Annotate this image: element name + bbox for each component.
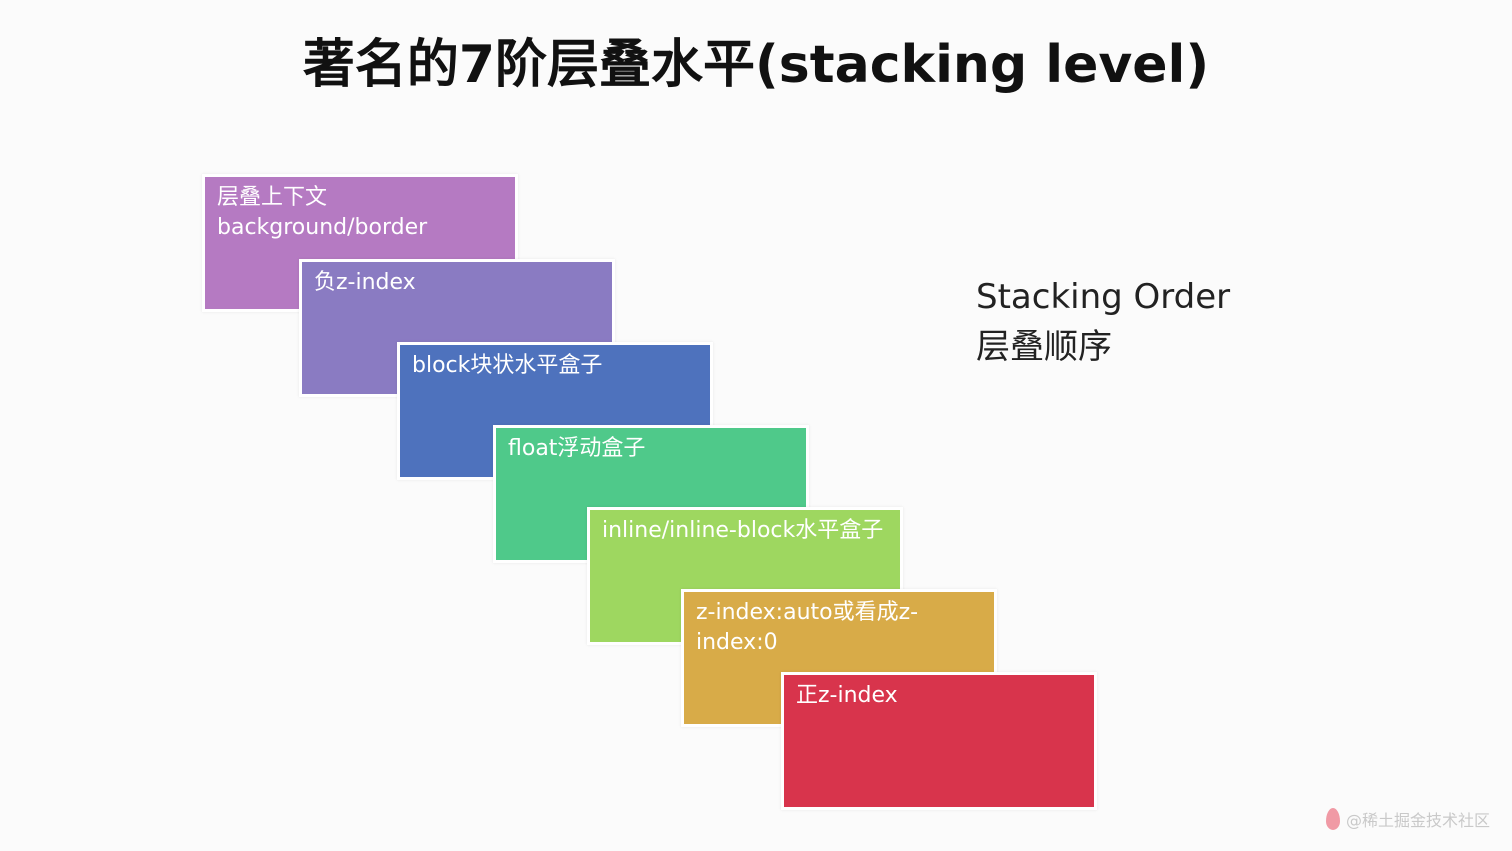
layer-stacking-context: 层叠上下文 background/border: [202, 174, 518, 312]
stacking-order-label: Stacking Order 层叠顺序: [976, 272, 1230, 372]
stacking-order-en: Stacking Order: [976, 277, 1231, 317]
page-title: 著名的7阶层叠水平(stacking level): [302, 35, 1210, 95]
flame-logo-icon: [1325, 808, 1340, 830]
stacking-order-zh: 层叠顺序: [976, 327, 1112, 367]
watermark-text: @稀土掘金技术社区: [1345, 811, 1490, 830]
layer-positive-z-index: 正z-index: [781, 672, 1097, 810]
watermark: @稀土掘金技术社区: [1325, 807, 1490, 831]
